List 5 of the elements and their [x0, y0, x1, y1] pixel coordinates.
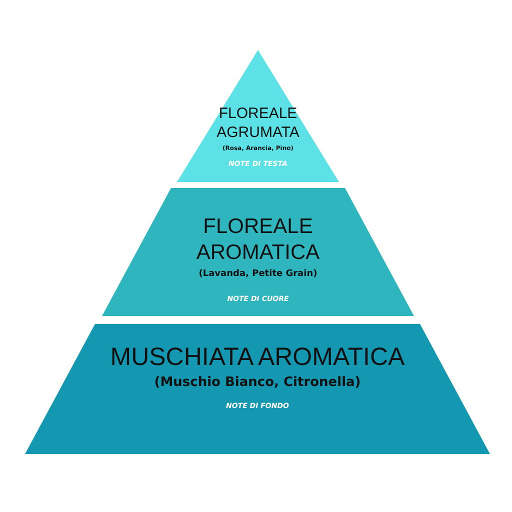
tier-heading: FLOREALE AGRUMATA	[216, 105, 300, 142]
tier-heading: MUSCHIATA AROMATICA	[110, 342, 405, 373]
tier-heading: FLOREALE AROMATICA	[195, 214, 321, 266]
ingredient-list: (Lavanda, Petite Grain)	[198, 268, 318, 278]
ingredient-list: (Muschio Bianco, Citronella)	[154, 375, 361, 390]
